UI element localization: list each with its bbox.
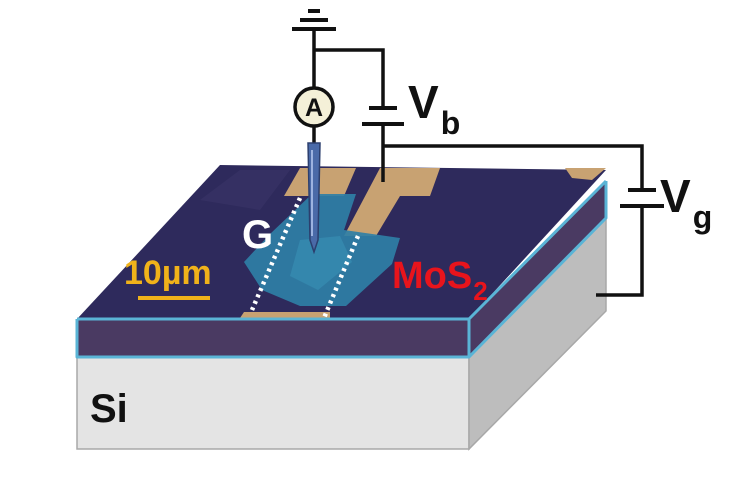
graphene-label: G — [242, 213, 273, 257]
wire-to-gate-battery — [383, 144, 644, 188]
ammeter-circle — [293, 86, 335, 128]
silicon-substrate — [76, 216, 607, 451]
gold-electrode-far-right — [565, 168, 606, 180]
silicon-front-face — [76, 356, 470, 450]
bias-voltage-label: Vb — [408, 76, 460, 141]
mos2-subscript: 2 — [473, 276, 487, 306]
oxide-side-face — [469, 181, 606, 357]
gold-electrode-top — [284, 168, 356, 196]
graphene-boundary-right — [321, 235, 361, 319]
gold-electrode-bottom — [240, 312, 330, 318]
mos2-label: MoS2 — [392, 255, 488, 306]
probe-tip-body — [307, 142, 321, 255]
wire-gate-to-substrate — [596, 206, 644, 297]
mos2-flake-light — [290, 236, 352, 290]
ammeter: A — [293, 86, 335, 128]
circuit — [292, 9, 664, 297]
oxide-front-face — [77, 319, 469, 357]
gate-voltage-subscript: g — [693, 199, 713, 235]
oxide-highlight-area — [200, 170, 290, 210]
silicon-label: Si — [90, 387, 128, 431]
bias-voltage-subscript: b — [441, 105, 461, 141]
oxide-layer — [75, 165, 608, 359]
gate-voltage-label: Vg — [660, 170, 712, 235]
probe-tip — [307, 142, 321, 255]
wire-to-bias-battery — [314, 48, 385, 106]
gold-electrode-right — [344, 168, 440, 236]
ammeter-label: A — [305, 94, 323, 122]
scale-bar-label: 10µm — [124, 254, 212, 292]
